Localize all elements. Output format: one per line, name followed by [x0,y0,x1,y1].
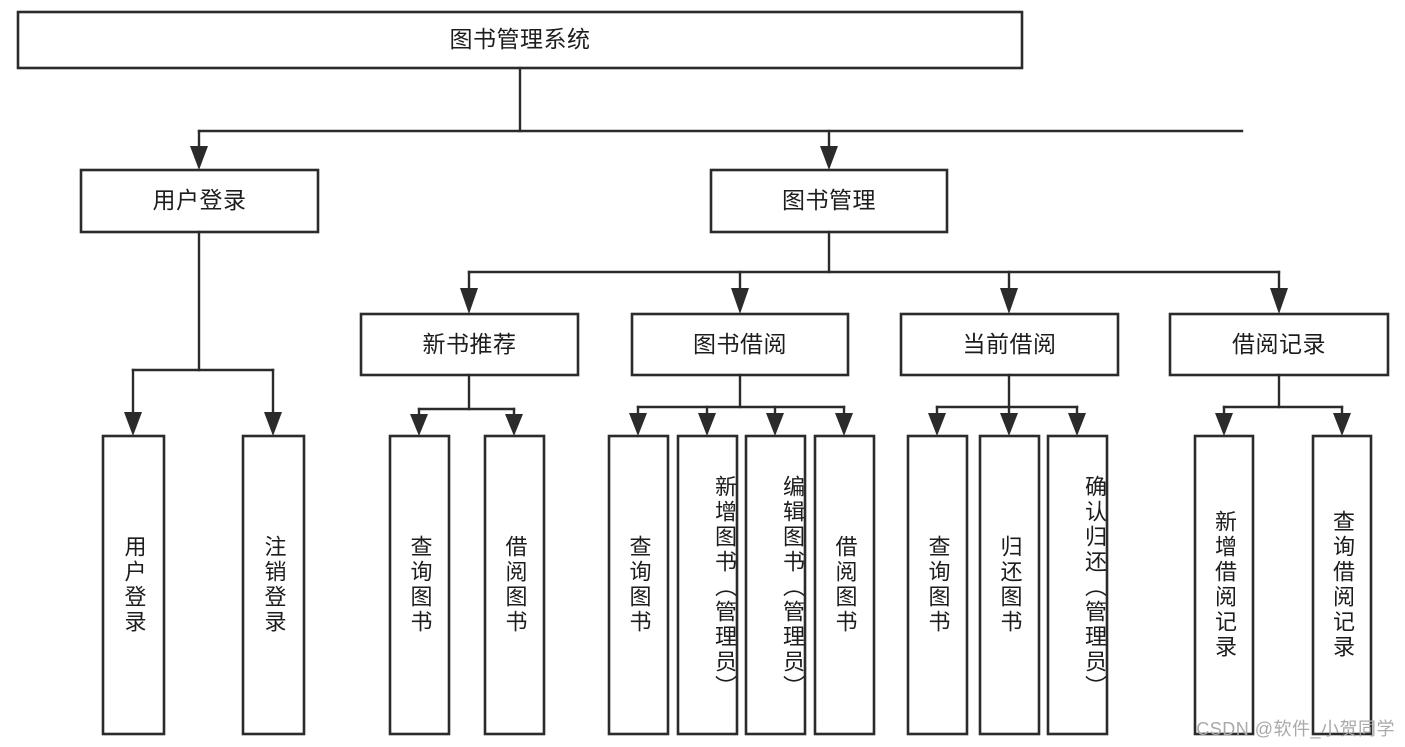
arrow-head-icon [460,288,478,314]
node-leaf-edit-book-admin[interactable] [744,434,807,736]
node-book-management[interactable] [709,168,949,234]
node-user-login[interactable] [79,168,320,234]
arrow-head-icon [1333,413,1351,436]
node-leaf-query-book-3[interactable] [906,434,969,736]
arrow-head-icon [698,413,716,436]
node-leaf-query-book-1[interactable] [388,434,451,736]
arrow-head-icon [1000,288,1018,314]
node-leaf-logout[interactable] [241,434,306,736]
node-leaf-query-book-2[interactable] [607,434,670,736]
connector-borrowrecords-to-leaves [1215,373,1351,436]
node-root-system[interactable] [16,10,1024,70]
connector-newbook-to-leaves [410,373,523,436]
node-book-borrow[interactable] [630,312,850,377]
node-leaf-borrow-book-2[interactable] [813,434,876,736]
arrow-head-icon [731,288,749,314]
arrow-head-icon [1068,413,1086,436]
node-leaf-confirm-return-admin[interactable] [1046,434,1109,736]
arrow-head-icon [629,413,647,436]
node-leaf-user-login[interactable] [101,434,166,736]
node-leaf-add-book-admin[interactable] [676,434,739,736]
node-current-borrow[interactable] [899,312,1120,377]
arrow-head-icon [928,413,946,436]
node-leaf-add-borrow-record[interactable] [1193,434,1255,736]
arrow-head-icon [505,414,523,436]
connector-currentborrow-to-leaves [928,373,1086,436]
arrow-head-icon [820,146,838,170]
arrow-head-icon [264,412,282,436]
arrow-head-icon [1000,413,1018,436]
connector-bookmgmt-to-level3 [460,230,1288,314]
node-new-book-recommend[interactable] [359,312,580,377]
arrow-head-icon [124,412,142,436]
node-leaf-borrow-book-1[interactable] [483,434,546,736]
node-leaf-return-book[interactable] [978,434,1041,736]
arrow-head-icon [766,413,784,436]
arrow-head-icon [1270,288,1288,314]
connector-root-to-level2 [190,66,1244,170]
node-borrow-records[interactable] [1168,312,1390,377]
connector-userlogin-to-leaves [124,230,282,436]
arrow-head-icon [1215,413,1233,436]
arrow-head-icon [410,414,428,436]
connector-bookborrow-to-leaves [629,373,853,436]
arrow-head-icon [190,146,208,170]
node-leaf-query-borrow-record[interactable] [1311,434,1373,736]
arrow-head-icon [835,413,853,436]
